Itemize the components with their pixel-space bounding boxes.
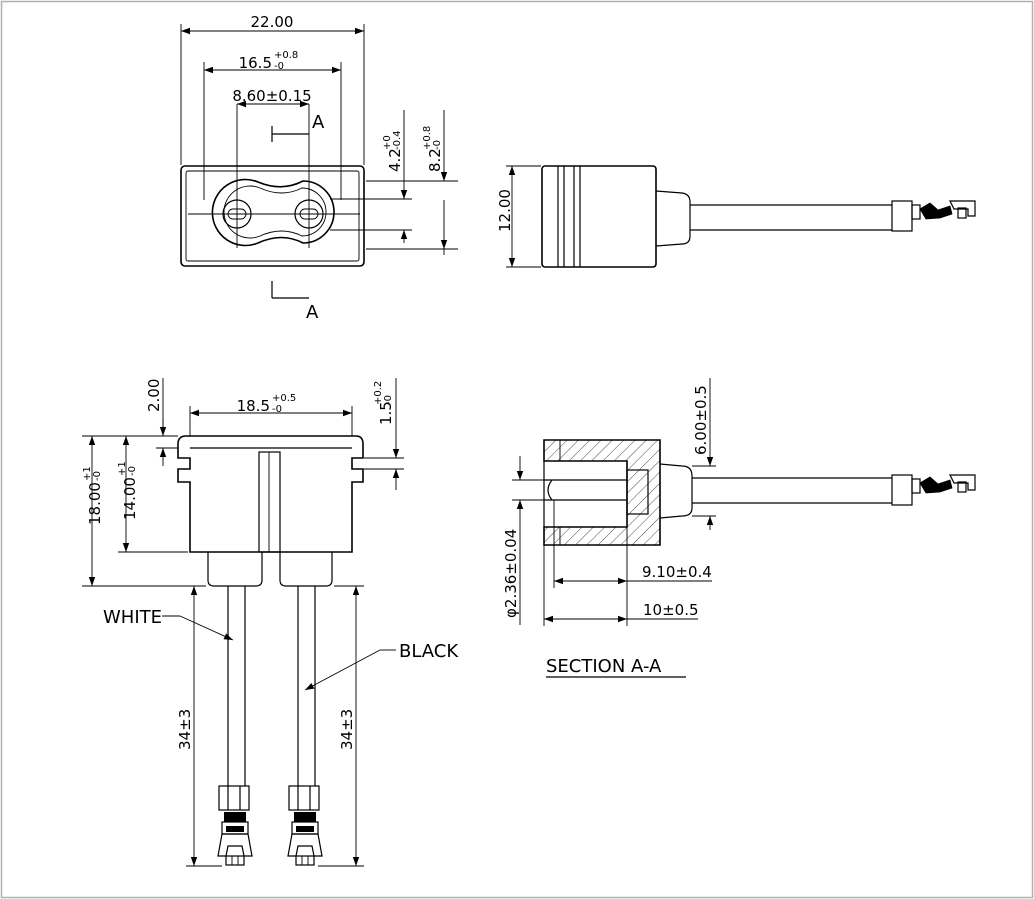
svg-text:-0: -0 [274,61,284,72]
svg-text:+0.8: +0.8 [422,126,433,150]
dim-1-5: 1.5 [377,401,395,425]
dim-22: 22.00 [251,13,294,31]
side-body [541,165,657,268]
dim-lead-left: 34±3 [176,709,194,750]
dim-pin-dia: φ2.36±0.04 [502,529,520,618]
dim-9-10: 9.10±0.4 [642,563,712,581]
dim-6-00: 6.00±0.5 [692,385,710,455]
label-black: BLACK [399,641,459,662]
bottom-view: 2.00 18.5 +0.5 -0 1.5 +0.2 -0 18.00 +1 -… [82,378,459,867]
front-inner-body [185,170,360,262]
side-terminal-sleeve [891,200,913,232]
svg-text:-0: -0 [92,471,103,481]
center-rib [258,451,281,553]
svg-text:+0.2: +0.2 [373,381,384,405]
svg-text:+0: +0 [382,135,393,150]
dim-8-2: 8.2 [426,148,444,172]
dim-2-00: 2.00 [145,379,163,412]
svg-text:-0: -0 [272,404,282,415]
svg-text:+0.5: +0.5 [272,393,296,404]
front-view: 22.00 16.5 +0.8 -0 8.60±0.15 A A 4.2 +0 [180,13,458,323]
section-hatch [543,439,661,546]
right-terminal [287,785,323,866]
section-view: 6.00±0.5 φ2.36±0.04 9.10±0.4 10±0.5 SECT… [502,378,976,678]
dim-18-00: 18.00 [86,482,104,525]
figure8-socket-outer [211,178,335,247]
dim-10: 10±0.5 [643,601,699,619]
section-title: SECTION A-A [546,656,662,677]
label-white: WHITE [103,607,162,628]
svg-text:-0: -0 [383,395,394,405]
figure8-socket-inner [223,185,327,239]
section-mark-bottom: A [306,302,319,323]
dim-4-2: 4.2 [386,148,404,172]
dim-lead-right: 34±3 [338,709,356,750]
svg-text:+1: +1 [117,461,128,476]
left-terminal [217,785,253,866]
svg-text:+1: +1 [82,466,93,481]
svg-text:+0.8: +0.8 [274,50,298,61]
front-outer-body [180,165,365,267]
bottom-body [177,435,364,553]
svg-text:-0: -0 [127,466,138,476]
dim-14-00: 14.00 [121,477,139,520]
svg-text:-0.4: -0.4 [392,130,403,150]
dim-18-5: 18.5 [237,397,270,415]
side-view: 12.00 [496,165,976,268]
side-boss [655,190,691,247]
svg-text:-0: -0 [432,140,443,150]
section-mark-top: A [312,112,325,133]
dim-12-00: 12.00 [496,189,514,232]
dim-16-5: 16.5 [239,54,272,72]
dim-8-60: 8.60±0.15 [232,87,311,105]
